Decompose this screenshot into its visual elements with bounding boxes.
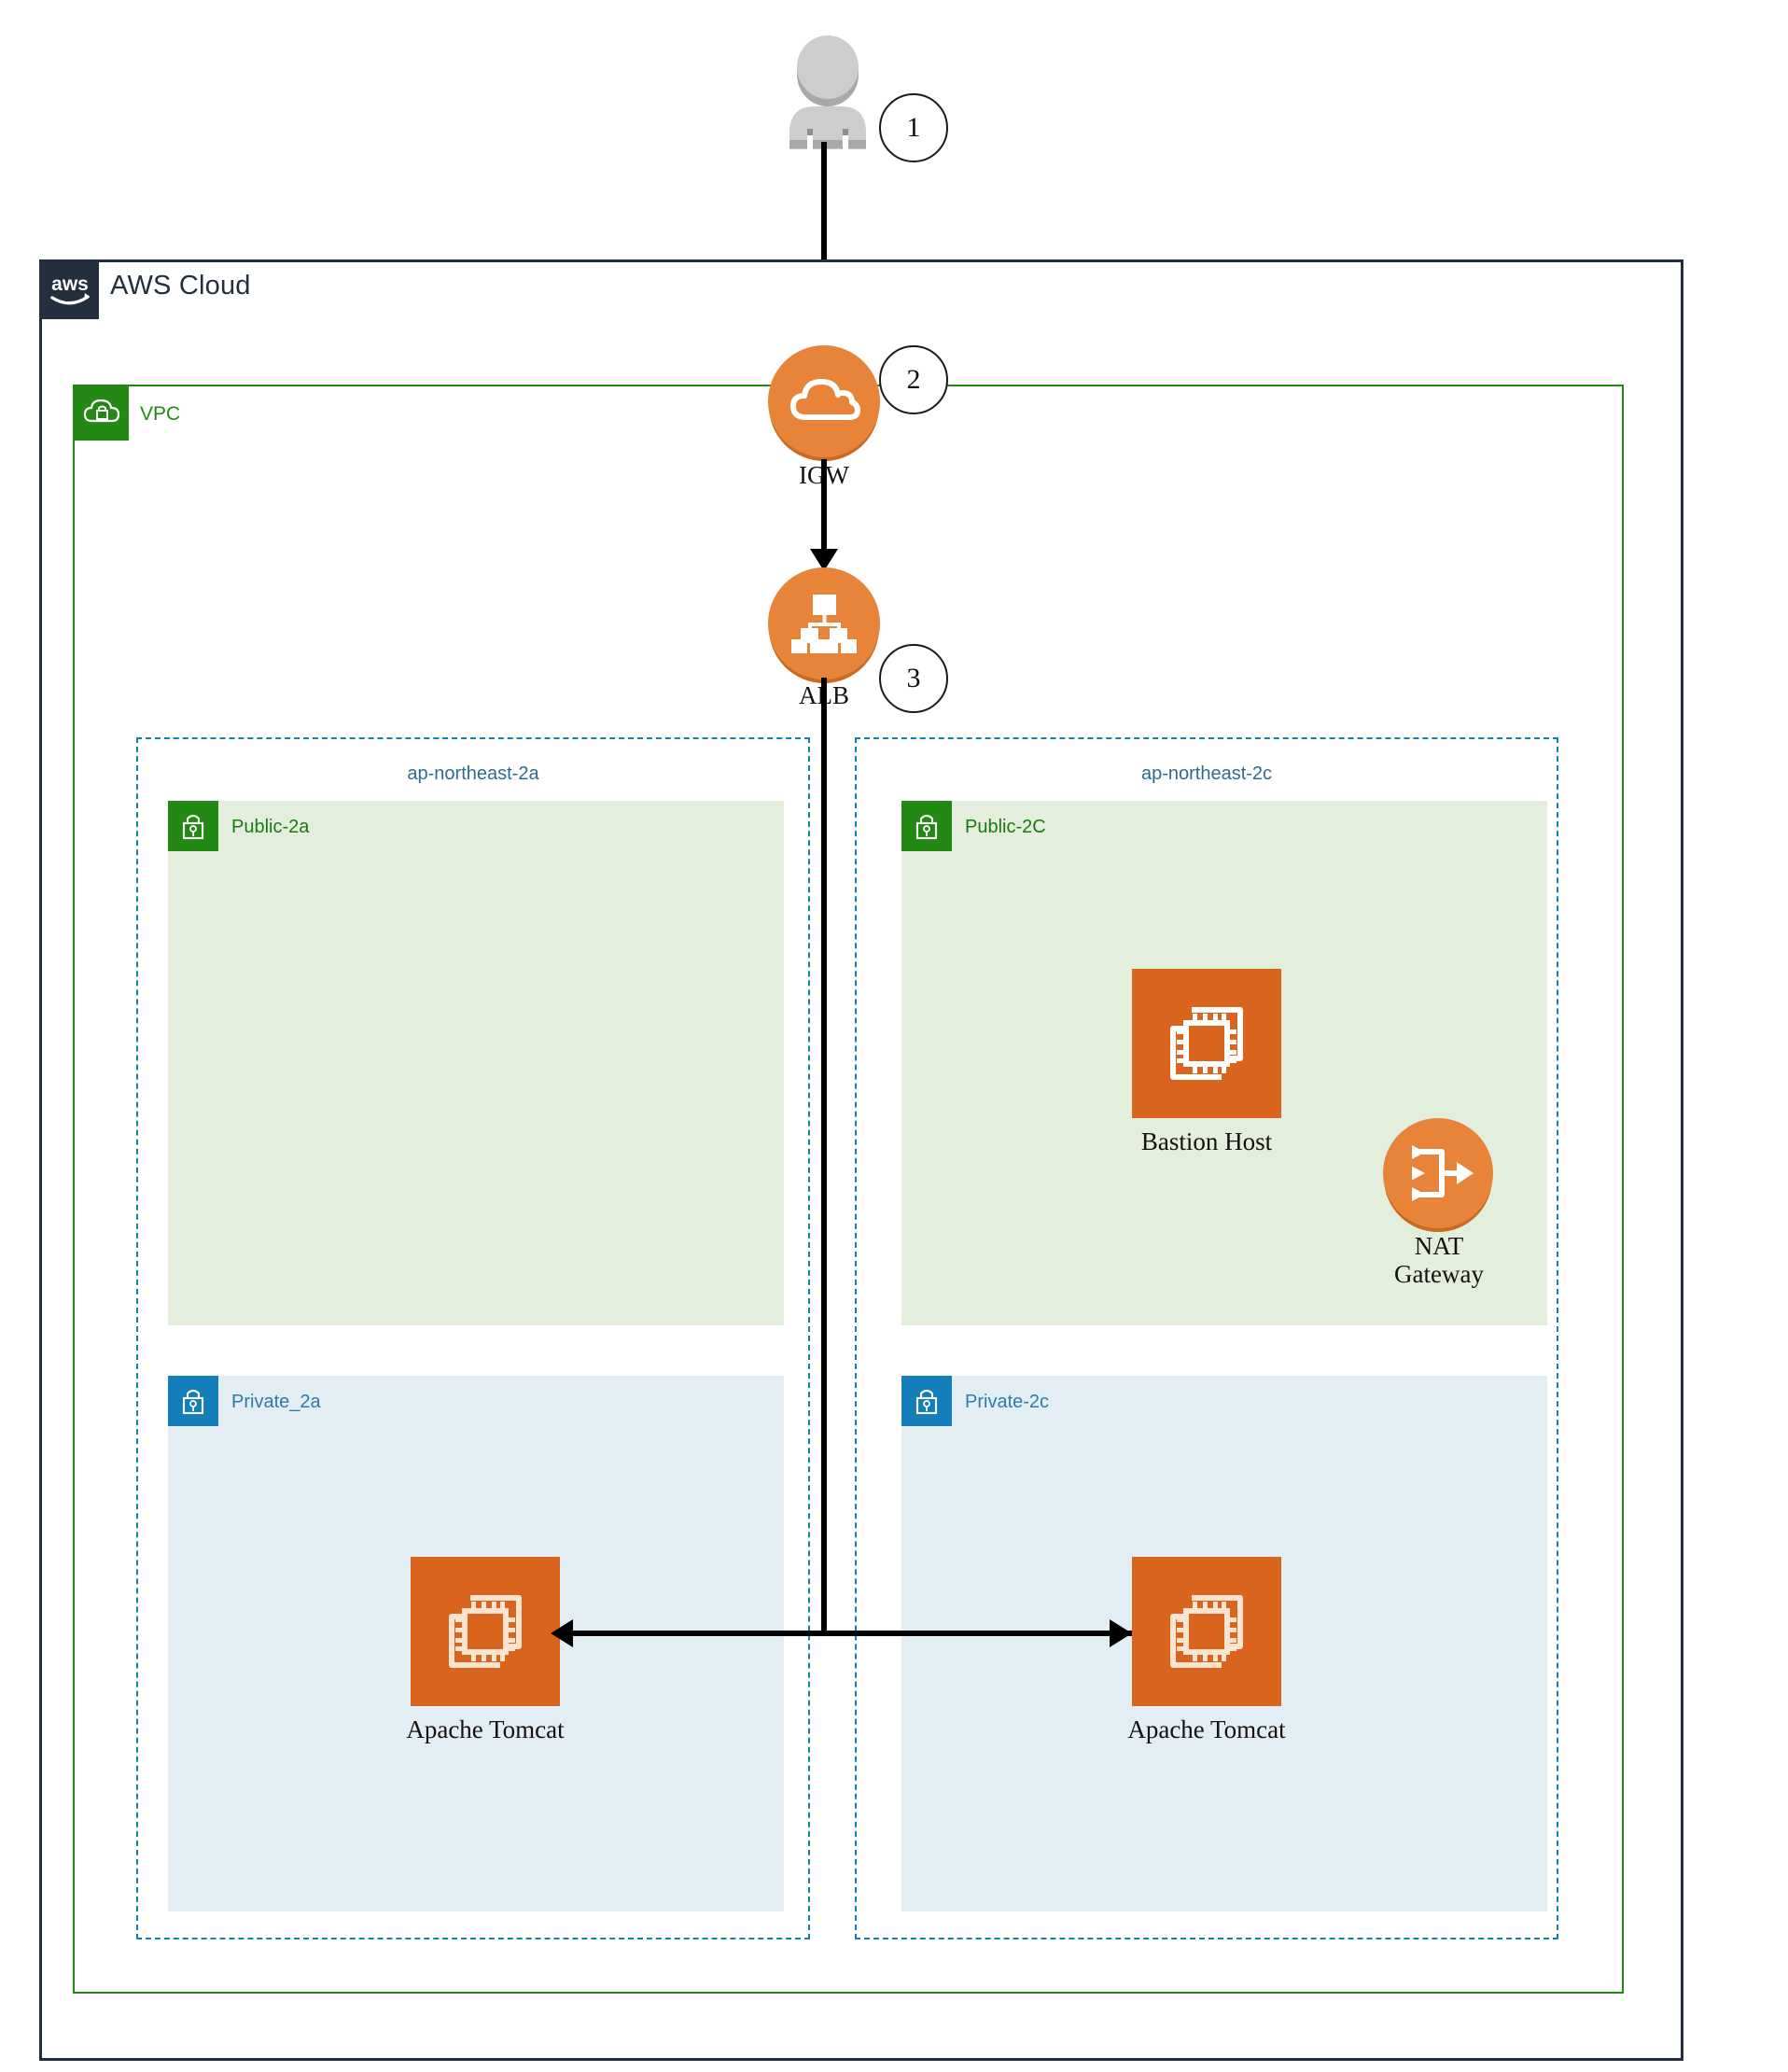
connector-user-to-igw (821, 142, 827, 319)
ec2-instance-icon-bastion[interactable] (1132, 969, 1281, 1118)
vpc-icon (75, 386, 129, 441)
load-balancer-icon[interactable] (768, 567, 880, 679)
public-2a-lock-icon (168, 801, 218, 851)
ec2-instance-icon-tomcat-2c[interactable] (1132, 1557, 1281, 1706)
step-badge-3-label: 3 (906, 663, 921, 693)
availability-zone-2a-label: ap-northeast-2a (407, 763, 539, 784)
internet-gateway-icon[interactable] (768, 345, 880, 457)
nat-gateway-label-line1: NAT (1414, 1232, 1464, 1260)
nat-gateway-label: NAT Gateway (1378, 1232, 1500, 1288)
step-badge-3: 3 (879, 644, 948, 713)
ec2-instance-icon-tomcat-2a[interactable] (411, 1557, 560, 1706)
connector-tomcat-2c-arrowhead (1110, 1619, 1132, 1647)
step-badge-1-label: 1 (906, 112, 921, 143)
step-badge-2-label: 2 (906, 364, 921, 395)
bastion-host-label: Bastion Host (1140, 1127, 1273, 1155)
connector-alb-to-tomcats (567, 1631, 1132, 1636)
step-badge-1: 1 (879, 93, 948, 162)
availability-zone-2c (855, 737, 1558, 1939)
nat-gateway-label-line2: Gateway (1394, 1260, 1484, 1289)
nat-gateway-icon[interactable] (1383, 1118, 1493, 1228)
availability-zone-2c-label: ap-northeast-2c (1140, 763, 1273, 784)
tomcat-2c-label: Apache Tomcat (1127, 1715, 1286, 1743)
connector-tomcat-2a-arrowhead (551, 1619, 573, 1647)
vpc-label: VPC (140, 403, 181, 425)
user-icon (782, 35, 873, 149)
subnet-public-2a-label: Public-2a (231, 817, 310, 837)
connector-igw-to-alb (821, 459, 827, 553)
subnet-private-2c-label: Private-2c (965, 1392, 1050, 1412)
aws-cloud-title: AWS Cloud (110, 271, 251, 301)
public-2c-lock-icon (901, 801, 952, 851)
availability-zone-2a (136, 737, 810, 1939)
step-badge-2: 2 (879, 345, 948, 414)
tomcat-2a-label: Apache Tomcat (406, 1715, 565, 1743)
subnet-public-2a (168, 801, 784, 1325)
private-2c-lock-icon (901, 1376, 952, 1426)
subnet-private-2a-label: Private_2a (231, 1392, 321, 1412)
connector-alb-trunk (821, 678, 827, 1633)
aws-logo-icon: aws (41, 261, 99, 319)
private-2a-lock-icon (168, 1376, 218, 1426)
subnet-public-2c-label: Public-2C (965, 817, 1046, 837)
svg-text:aws: aws (51, 273, 89, 295)
